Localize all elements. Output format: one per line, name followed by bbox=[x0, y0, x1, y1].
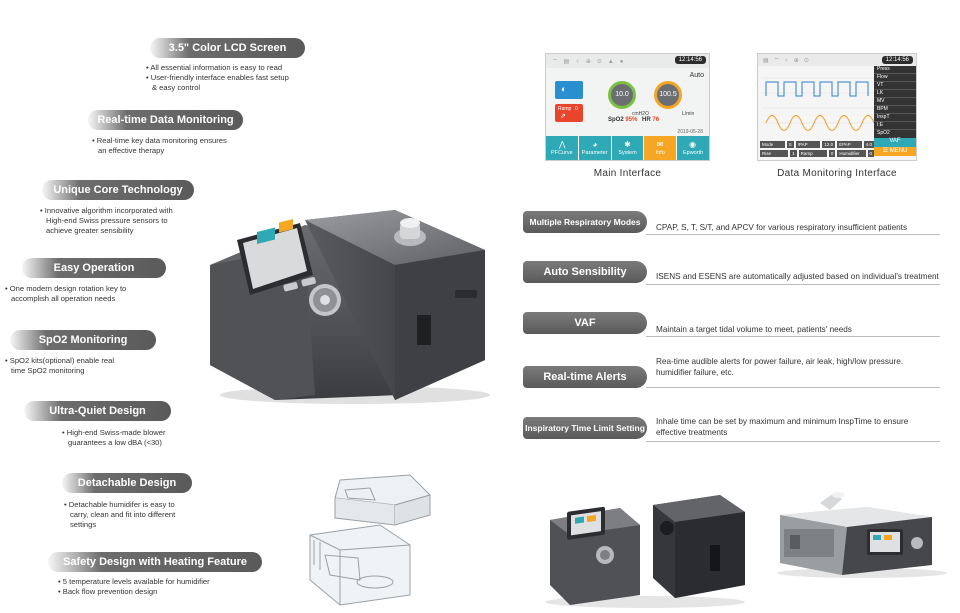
mode-desc-auto-sensibility: ISENS and ESENS are automatically adjust… bbox=[656, 272, 939, 281]
main-tab-bar: PFCurve Parameter System Info Epworth bbox=[546, 136, 709, 160]
tab-parameter[interactable]: Parameter bbox=[578, 136, 612, 160]
mask-icon: ◐ bbox=[561, 84, 567, 94]
menu-item[interactable]: I:E bbox=[874, 122, 916, 130]
feature-desc-safety: • 5 temperature levels available for hum… bbox=[58, 577, 210, 596]
data-screen-clock: 12:14:56 bbox=[881, 56, 913, 64]
mode-desc-vaf: Maintain a target tidal volume to meet, … bbox=[656, 325, 852, 334]
parameter-footer: Mode S IPAP 12.0 EPAP 4.0 Rise 1 Ramp 0 … bbox=[760, 141, 875, 157]
menu-item[interactable]: Flow bbox=[874, 74, 916, 82]
mail-icon: ✉ bbox=[656, 140, 664, 149]
menu-item[interactable]: Press bbox=[874, 66, 916, 74]
device-photo-side bbox=[777, 492, 947, 578]
status-icons: ⌔▤♀⊕⊙▲● bbox=[552, 59, 630, 65]
parameter-icon: ◕ bbox=[592, 140, 598, 149]
status-icons: ▤⌔♀⊕⊙ bbox=[763, 58, 814, 64]
gear-icon: ✱ bbox=[624, 140, 631, 149]
pressure-unit: cmH2O bbox=[632, 111, 649, 117]
humidifier-chamber-image bbox=[309, 474, 431, 606]
feature-desc-quiet: • High-end Swiss-made blower guarantees … bbox=[62, 428, 166, 447]
feature-title-detachable: Detachable Design bbox=[62, 473, 192, 493]
feature-title-lcd: 3.5" Color LCD Screen bbox=[150, 38, 305, 58]
pressure-gauge: 10.0 bbox=[608, 81, 636, 109]
flow-unit: L/min bbox=[682, 111, 695, 117]
menu-item[interactable]: SpO2 bbox=[874, 130, 916, 138]
mode-title-respiratory: Multiple Respiratory Modes bbox=[523, 211, 647, 233]
ramp-icon: ⇗ bbox=[560, 113, 566, 120]
mode-desc-insp-time: Inhale time can be set by maximum and mi… bbox=[656, 417, 909, 437]
mode-title-insp-time: Inspiratory Time Limit Setting bbox=[523, 417, 647, 439]
spo2-readout: SpO2 95% HR 76 bbox=[608, 117, 660, 123]
feature-title-spo2: SpO2 Monitoring bbox=[10, 330, 156, 350]
waveform-graph bbox=[762, 77, 874, 131]
menu-item[interactable]: LK bbox=[874, 90, 916, 98]
data-monitoring-screen: ▤⌔♀⊕⊙ 12:14:56 Press Flow VT LK MV BPM I… bbox=[757, 53, 917, 161]
feature-desc-lcd: • All essential information is easy to r… bbox=[146, 63, 289, 92]
mask-button[interactable]: ◐ bbox=[555, 81, 583, 99]
cpap-device-image bbox=[210, 210, 490, 404]
feature-desc-spo2: • SpO2 kits(optional) enable real time S… bbox=[5, 356, 115, 375]
feature-desc-monitoring: • Real-time key data monitoring ensures … bbox=[92, 136, 227, 155]
feature-desc-detachable: • Detachable humidifer is easy to carry,… bbox=[64, 500, 176, 529]
mode-desc-respiratory: CPAP, S, T, S/T, and APCV for various re… bbox=[656, 223, 908, 232]
parameter-menu: Press Flow VT LK MV BPM InspT I:E SpO2 V… bbox=[874, 66, 916, 156]
device-photo-pair bbox=[545, 495, 745, 608]
data-interface-caption: Data Monitoring Interface bbox=[777, 168, 897, 179]
main-interface-screen: ⌔▤♀⊕⊙▲● 12:14:56 Auto ◐ Ramp 0 ⇗ 10.0 10… bbox=[545, 53, 710, 161]
mode-title-vaf: VAF bbox=[523, 312, 647, 334]
mode-title-auto-sensibility: Auto Sensibility bbox=[523, 261, 647, 283]
menu-item[interactable]: MV bbox=[874, 98, 916, 106]
tab-system[interactable]: System bbox=[611, 136, 645, 160]
feature-title-quiet: Ultra-Quiet Design bbox=[24, 401, 171, 421]
feature-desc-core: • Innovative algorithm incorporated with… bbox=[40, 206, 173, 235]
menu-item[interactable]: BPM bbox=[874, 106, 916, 114]
tab-info[interactable]: Info bbox=[644, 136, 678, 160]
pfcurve-icon: ⋀ bbox=[559, 140, 566, 149]
mode-label: Auto bbox=[689, 72, 704, 79]
feature-title-operation: Easy Operation bbox=[22, 258, 166, 278]
eye-icon: ◉ bbox=[689, 140, 697, 149]
feature-title-monitoring: Real-time Data Monitoring bbox=[88, 110, 243, 130]
screen-date: 2019-05-28 bbox=[677, 129, 703, 135]
ramp-button[interactable]: Ramp 0 ⇗ bbox=[555, 104, 583, 122]
main-interface-caption: Main Interface bbox=[593, 168, 662, 179]
menu-button[interactable]: ☰ MENU bbox=[874, 147, 916, 156]
menu-item[interactable]: InspT bbox=[874, 114, 916, 122]
mode-desc-alerts: Rea-time audible alerts for power failur… bbox=[656, 357, 904, 377]
mode-title-alerts: Real-time Alerts bbox=[523, 366, 647, 388]
feature-desc-operation: • One modern design rotation key to acco… bbox=[5, 284, 127, 303]
menu-icon: ☰ bbox=[882, 148, 889, 154]
tab-epworth[interactable]: Epworth bbox=[677, 136, 709, 160]
menu-item[interactable]: VT bbox=[874, 82, 916, 90]
flow-gauge: 100.5 bbox=[654, 81, 682, 109]
tab-pfcurve[interactable]: PFCurve bbox=[546, 136, 579, 160]
feature-title-core: Unique Core Technology bbox=[42, 180, 194, 200]
vaf-button[interactable]: VAF bbox=[874, 138, 916, 147]
feature-title-safety: Safety Design with Heating Feature bbox=[48, 552, 262, 572]
screen-clock: 12:14:56 bbox=[674, 56, 706, 64]
